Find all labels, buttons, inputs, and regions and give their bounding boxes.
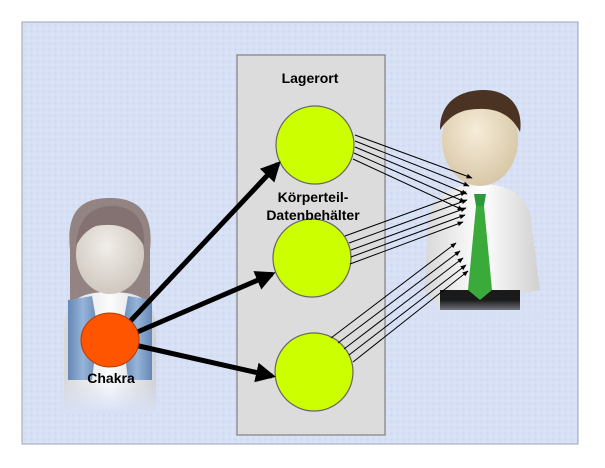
container-2-arrows <box>344 191 468 265</box>
container-label-line2: Datenbehälter <box>266 207 360 223</box>
container-circle-2 <box>272 218 352 298</box>
chakra-arrows <box>120 161 281 383</box>
container-circle-1 <box>275 105 355 185</box>
container-circle-3 <box>274 332 354 412</box>
male-person-icon <box>420 90 544 322</box>
chakra-circle <box>80 312 140 368</box>
container-3-arrows <box>330 242 469 363</box>
container-label-line1: Körperteil- <box>278 189 349 205</box>
chakra-label: Chakra <box>87 370 135 386</box>
container-1-arrows <box>352 134 473 211</box>
storage-label: Lagerort <box>282 70 339 86</box>
